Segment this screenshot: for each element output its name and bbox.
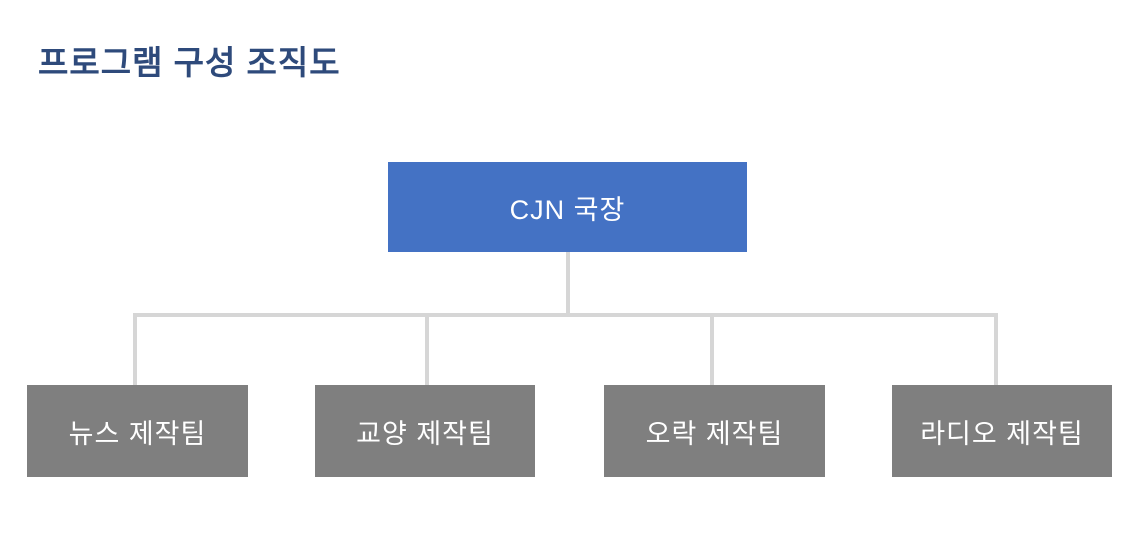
connector-root-stub — [566, 252, 570, 316]
page-title: 프로그램 구성 조직도 — [38, 44, 341, 81]
connector-drop-radio-team — [994, 313, 998, 385]
org-node-entertainment-team: 오락 제작팀 — [604, 385, 825, 477]
org-node-culture-team: 교양 제작팀 — [315, 385, 535, 477]
org-node-director: CJN 국장 — [388, 162, 747, 252]
connector-horizontal-bus — [133, 313, 998, 317]
org-node-radio-team: 라디오 제작팀 — [892, 385, 1112, 477]
connector-drop-news-team — [133, 313, 137, 385]
org-node-news-team-label: 뉴스 제작팀 — [68, 418, 207, 449]
org-node-director-label: CJN 국장 — [509, 194, 626, 225]
org-node-news-team: 뉴스 제작팀 — [27, 385, 248, 477]
org-node-entertainment-team-label: 오락 제작팀 — [645, 418, 784, 449]
org-node-radio-team-label: 라디오 제작팀 — [920, 418, 1084, 449]
connector-drop-culture-team — [425, 313, 429, 385]
org-node-culture-team-label: 교양 제작팀 — [356, 418, 494, 449]
connector-drop-entertainment-team — [710, 313, 714, 385]
